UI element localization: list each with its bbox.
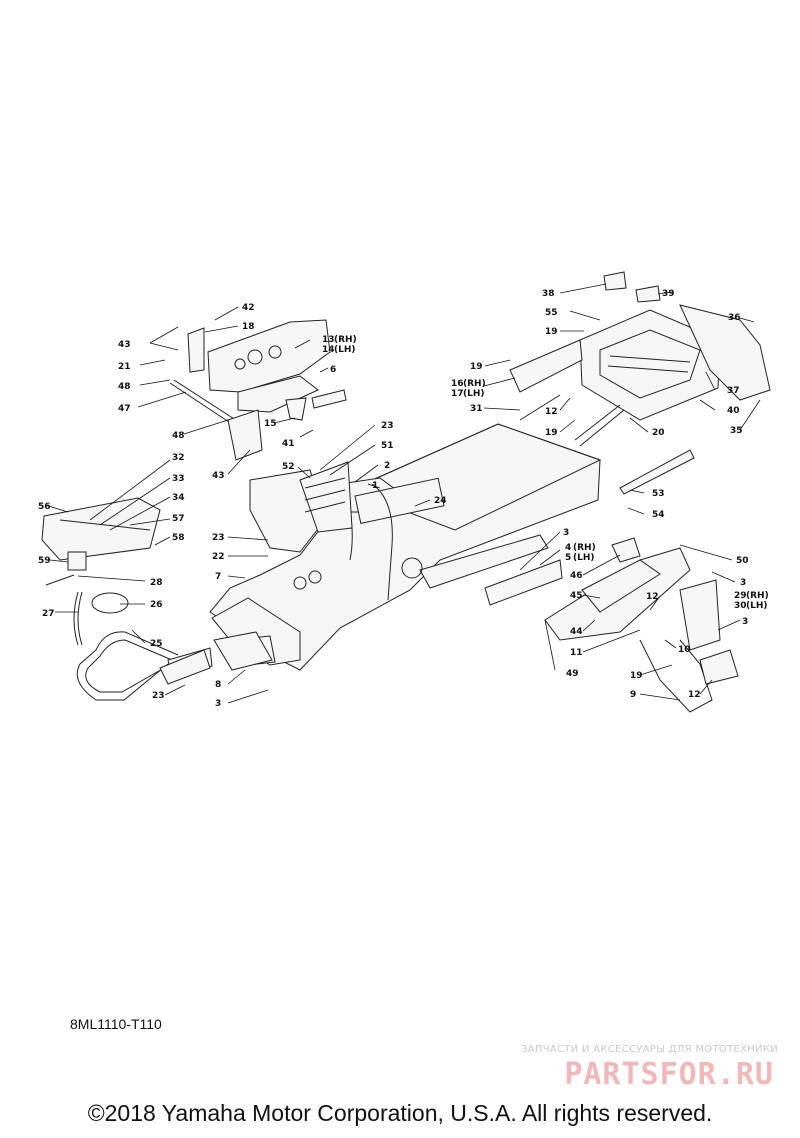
callout-58: 58: [172, 533, 185, 543]
callout-30-lh: (LH): [746, 601, 768, 611]
callout-22: 22: [212, 552, 225, 562]
callout-13-rh: (RH): [334, 335, 357, 345]
callout-42: 42: [242, 303, 255, 313]
drawing-code: 8ML1110-T110: [70, 1016, 162, 1032]
callout-14: 14: [322, 345, 335, 355]
callout-59: 59: [38, 556, 51, 566]
callout-3: 3: [742, 617, 748, 627]
callout-57: 57: [172, 514, 185, 524]
callout-23: 23: [212, 533, 225, 543]
callout-25: 25: [150, 639, 163, 649]
callout-37: 37: [727, 386, 740, 396]
callout-8: 8: [215, 680, 221, 690]
callout-11: 11: [570, 648, 583, 658]
running-board-and-footrest: [544, 537, 739, 713]
callout-12: 12: [646, 592, 659, 602]
callout-26: 26: [150, 600, 163, 610]
callout-16: 16: [451, 379, 464, 389]
callout-21: 21: [118, 362, 131, 372]
side-panel-intake: [249, 461, 353, 553]
callout-17: 17: [451, 389, 464, 399]
steering-support-plate: [41, 497, 161, 646]
callout-30: 30: [734, 601, 747, 611]
callout-5-lh: (LH): [573, 553, 595, 563]
callout-5: 5: [565, 553, 571, 563]
callout-31: 31: [470, 404, 483, 414]
callout-24: 24: [434, 496, 447, 506]
callout-4: 4: [565, 543, 571, 553]
callout-13: 13: [322, 335, 335, 345]
callout-36: 36: [728, 313, 741, 323]
callout-54: 54: [652, 510, 665, 520]
callout-7: 7: [215, 572, 221, 582]
callout-40: 40: [727, 406, 740, 416]
callout-43: 43: [118, 340, 131, 350]
callout-14-lh: (LH): [334, 345, 356, 355]
copyright-notice: ©2018 Yamaha Motor Corporation, U.S.A. A…: [87, 1100, 713, 1126]
callout-50: 50: [736, 556, 749, 566]
callout-39: 39: [662, 289, 675, 299]
callout-44: 44: [570, 627, 583, 637]
callout-19: 19: [470, 362, 483, 372]
front-bracket: [159, 631, 273, 685]
callout-27: 27: [42, 609, 55, 619]
callout-34: 34: [172, 493, 185, 503]
callout-55: 55: [545, 308, 558, 318]
callout-52: 52: [282, 462, 295, 472]
callout-38: 38: [542, 289, 555, 299]
callout-48: 48: [118, 382, 131, 392]
watermark-tagline: ЗАПЧАСТИ И АКСЕССУАРЫ ДЛЯ МОТОТЕХНИКИ: [521, 1044, 778, 1055]
callout-17-lh: (LH): [463, 389, 485, 399]
callout-41: 41: [282, 439, 295, 449]
callout-47: 47: [118, 404, 131, 414]
callout-4-rh: (RH): [573, 543, 596, 553]
callout-6: 6: [330, 365, 336, 375]
callout-51: 51: [381, 441, 394, 451]
callout-15: 15: [264, 419, 277, 429]
callout-53: 53: [652, 489, 665, 499]
rear-rack-assembly: [509, 271, 771, 495]
callout-1: 1: [372, 481, 378, 491]
callout-9: 9: [630, 690, 636, 700]
main-chassis-tunnel: [209, 423, 602, 671]
callout-56: 56: [38, 502, 51, 512]
callout-23: 23: [152, 691, 165, 701]
callout-33: 33: [172, 474, 185, 484]
callout-16-rh: (RH): [463, 379, 486, 389]
callout-48: 48: [172, 431, 185, 441]
callout-35: 35: [730, 426, 743, 436]
callout-45: 45: [570, 591, 583, 601]
callout-18: 18: [242, 322, 255, 332]
watermark-logo: PARTSFOR.RU: [564, 1057, 774, 1092]
callout-46: 46: [570, 571, 583, 581]
callout-12: 12: [545, 407, 558, 417]
callout-10: 10: [678, 645, 691, 655]
callout-49: 49: [566, 669, 579, 679]
callout-23: 23: [381, 421, 394, 431]
callout-29-rh: (RH): [746, 591, 769, 601]
callout-32: 32: [172, 453, 185, 463]
leader-lines: [44, 283, 761, 704]
callout-labels: 42 18 43 21 48 47 48 43 13 (RH) 14 (LH) …: [38, 289, 769, 709]
callout-28: 28: [150, 578, 163, 588]
callout-3: 3: [740, 578, 746, 588]
callout-29: 29: [734, 591, 747, 601]
callout-43: 43: [212, 471, 225, 481]
callout-19: 19: [545, 327, 558, 337]
callout-2: 2: [384, 461, 390, 471]
callout-3: 3: [563, 528, 569, 538]
front-bulkhead-assembly: [169, 319, 347, 461]
callout-19: 19: [630, 671, 643, 681]
callout-3: 3: [215, 699, 221, 709]
callout-19: 19: [545, 428, 558, 438]
callout-20: 20: [652, 428, 665, 438]
callout-12: 12: [688, 690, 701, 700]
